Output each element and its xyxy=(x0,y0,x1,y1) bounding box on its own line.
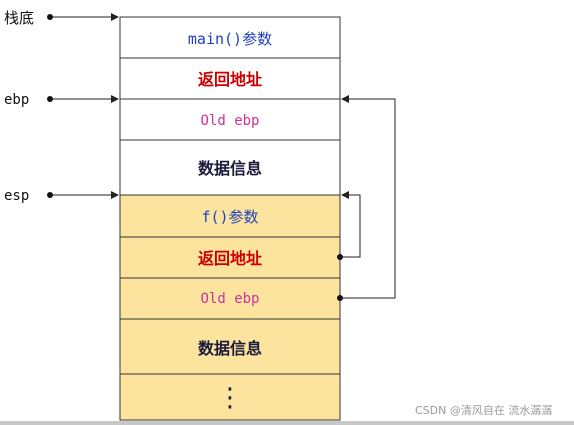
old-ebp-link-arrow xyxy=(340,95,396,299)
stack-bottom-dot xyxy=(47,14,53,20)
cell-f-args: f()参数 xyxy=(119,194,341,238)
main-args-text: main()参数 xyxy=(188,30,272,48)
old-ebp-1-text: Old ebp xyxy=(200,113,259,129)
data-info-1-text: 数据信息 xyxy=(198,159,262,178)
ebp-dot xyxy=(47,96,53,102)
esp-label: esp xyxy=(4,188,29,204)
ellipsis-text: ⋮ xyxy=(217,383,243,413)
f-args-text: f()参数 xyxy=(201,208,258,226)
cell-return-address-2: 返回地址 xyxy=(119,236,341,279)
esp-dot xyxy=(47,192,53,198)
ebp-label: ebp xyxy=(4,92,29,108)
cell-main-args: main()参数 xyxy=(119,16,341,59)
cell-data-info-1: 数据信息 xyxy=(119,139,341,196)
return-address-link-arrow xyxy=(340,191,361,258)
cell-old-ebp-2: Old ebp xyxy=(119,277,341,320)
cell-old-ebp-1: Old ebp xyxy=(119,98,341,141)
return-address-2-text: 返回地址 xyxy=(198,249,262,268)
cell-return-address-1: 返回地址 xyxy=(119,57,341,100)
cell-ellipsis: ⋮ xyxy=(119,373,341,421)
cell-data-info-2: 数据信息 xyxy=(119,318,341,375)
stack-bottom-label: 栈底 xyxy=(4,9,34,27)
watermark: CSDN @清风自在 流水潺潺 xyxy=(415,404,553,417)
old-ebp-2-text: Old ebp xyxy=(200,291,259,307)
data-info-2-text: 数据信息 xyxy=(198,339,262,358)
bottom-shadow xyxy=(0,421,574,425)
return-address-1-text: 返回地址 xyxy=(198,70,262,89)
